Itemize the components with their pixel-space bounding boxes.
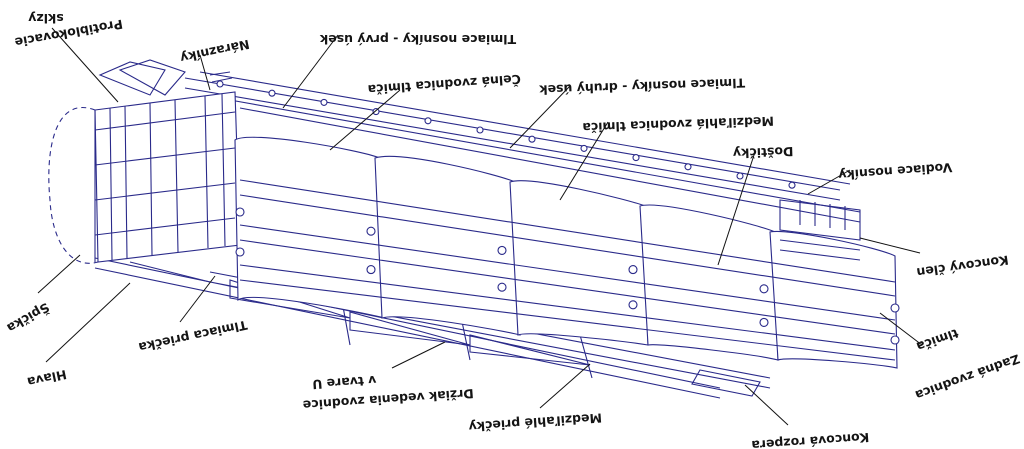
top-beam-bolt bbox=[788, 181, 796, 189]
top-beam-bolt bbox=[320, 98, 328, 106]
top-beams bbox=[184, 71, 861, 223]
label-narazniky: Nárazníky bbox=[179, 37, 251, 66]
label-medzilahla-zvodnica: Medziľahlá zvodnica tlmiča bbox=[582, 114, 774, 136]
label-tlmica: tlmiča bbox=[915, 326, 961, 355]
top-beam-bolt bbox=[476, 126, 484, 134]
guard-rails bbox=[234, 136, 900, 369]
top-beam-bolt bbox=[580, 144, 588, 152]
top-beam-bolt bbox=[632, 154, 640, 162]
rail-bolt bbox=[497, 245, 507, 255]
label-hlava: Hlava bbox=[26, 367, 68, 390]
rail-bolt bbox=[497, 282, 507, 292]
rail-bolt bbox=[628, 265, 638, 275]
rail-bolt bbox=[890, 335, 900, 345]
label-zadna-zvodnica: Zadná zvodnica bbox=[913, 351, 1022, 403]
rail-bolt bbox=[890, 303, 900, 313]
label-v-tvare-u: v tvare U bbox=[312, 373, 377, 392]
rail-bolt bbox=[628, 300, 638, 310]
label-tlmiace-nosniky-prvy: Tlmiace nosníky - prvý úsek bbox=[319, 32, 516, 47]
rail-bolt bbox=[759, 284, 769, 294]
bottom-frame bbox=[94, 257, 771, 399]
top-beam-bolt bbox=[684, 163, 692, 171]
rail-bolt bbox=[235, 247, 245, 257]
top-beam-bolt bbox=[736, 172, 744, 180]
top-beam-bolt bbox=[372, 108, 380, 116]
label-medzilahle-priecky: Medziľahlé priečky bbox=[468, 410, 602, 434]
label-tlmiaca-priecka: Tlmiaca priečka bbox=[137, 318, 248, 356]
head-frame bbox=[48, 59, 241, 264]
top-beam-bolt bbox=[268, 89, 276, 97]
label-spicka: Špička bbox=[4, 300, 52, 336]
label-sklzy: sklzy bbox=[28, 11, 63, 26]
label-celna-zvodnica: Čelná zvodnica tlmiča bbox=[367, 72, 521, 98]
rail-bolt bbox=[235, 207, 245, 217]
rail-bolt bbox=[366, 226, 376, 236]
label-dosticky: Doštičky bbox=[733, 144, 794, 161]
end-members bbox=[779, 199, 861, 261]
rail-bolt bbox=[366, 265, 376, 275]
label-koncovy-clen: Koncový člen bbox=[916, 253, 1010, 281]
top-beam-bolt bbox=[528, 135, 536, 143]
label-tlmiace-nosniky-druhy: Tlmiace nosníky - druhý úsek bbox=[538, 75, 745, 97]
leader-lines bbox=[37, 27, 923, 426]
top-beam-bolt bbox=[216, 80, 224, 88]
label-vodiace-nosniky: Vodiace nosníky bbox=[838, 160, 953, 183]
label-koncova-rozpera: Koncová rozpera bbox=[751, 430, 870, 449]
top-beam-bolt bbox=[424, 117, 432, 125]
rail-bolt bbox=[759, 317, 769, 327]
